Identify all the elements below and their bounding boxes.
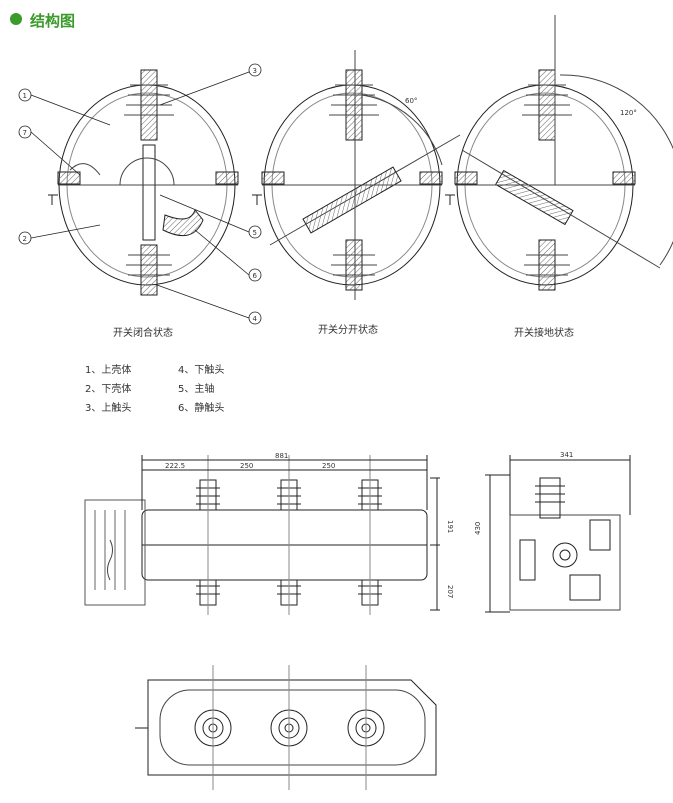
earthed-state-section <box>445 15 673 291</box>
upper-bushing <box>124 69 174 141</box>
callout-leaders <box>18 63 262 325</box>
caption-open-state: 开关分开状态 <box>318 325 378 336</box>
angle-label-120: 120° <box>620 109 637 117</box>
dim-segment-1: 222.5 <box>165 462 185 470</box>
caption-earthed-state: 开关接地状态 <box>514 328 574 339</box>
static-contact <box>162 208 204 237</box>
legend-item-4: 4、下触头 <box>178 365 225 376</box>
dim-lower-height: 207 <box>446 585 454 598</box>
mechanism-outline <box>84 499 146 606</box>
front-view <box>84 455 440 615</box>
legend-item-6: 6、静触头 <box>178 403 225 414</box>
left-flange <box>57 171 81 185</box>
page-title: 结构图 <box>30 12 76 30</box>
legend-item-3: 3、上触头 <box>85 403 132 414</box>
lower-bushing <box>126 244 172 296</box>
main-shaft <box>495 169 574 226</box>
closed-state-section <box>48 69 239 296</box>
dim-side-width: 341 <box>560 451 573 459</box>
main-shaft <box>302 166 402 234</box>
callout-1: 1 <box>23 92 27 100</box>
caption-closed-state: 开关闭合状态 <box>113 328 173 339</box>
bullet-icon <box>10 13 22 25</box>
legend-item-1: 1、上壳体 <box>85 365 132 376</box>
side-view <box>485 455 631 613</box>
dim-upper-height: 191 <box>446 520 454 533</box>
callout-3: 3 <box>253 67 257 75</box>
callout-4: 4 <box>253 315 258 323</box>
plan-view <box>135 665 437 790</box>
legend-item-2: 2、下壳体 <box>85 384 132 395</box>
callout-7: 7 <box>23 129 27 137</box>
callout-6: 6 <box>253 272 258 280</box>
legend-item-5: 5、主轴 <box>178 384 215 395</box>
dim-segment-2: 250 <box>240 462 253 470</box>
dim-overall-width: 881 <box>275 452 288 460</box>
callout-2: 2 <box>23 235 27 243</box>
side-bushing <box>539 477 561 519</box>
dim-segment-3: 250 <box>322 462 335 470</box>
dim-side-height: 430 <box>474 522 482 535</box>
right-flange <box>215 171 239 185</box>
main-shaft <box>142 144 156 241</box>
callout-5: 5 <box>253 229 257 237</box>
open-state-section <box>252 50 461 300</box>
plan-outline <box>147 679 437 776</box>
side-housing <box>509 514 621 611</box>
angle-label-60: 60° <box>405 97 417 105</box>
